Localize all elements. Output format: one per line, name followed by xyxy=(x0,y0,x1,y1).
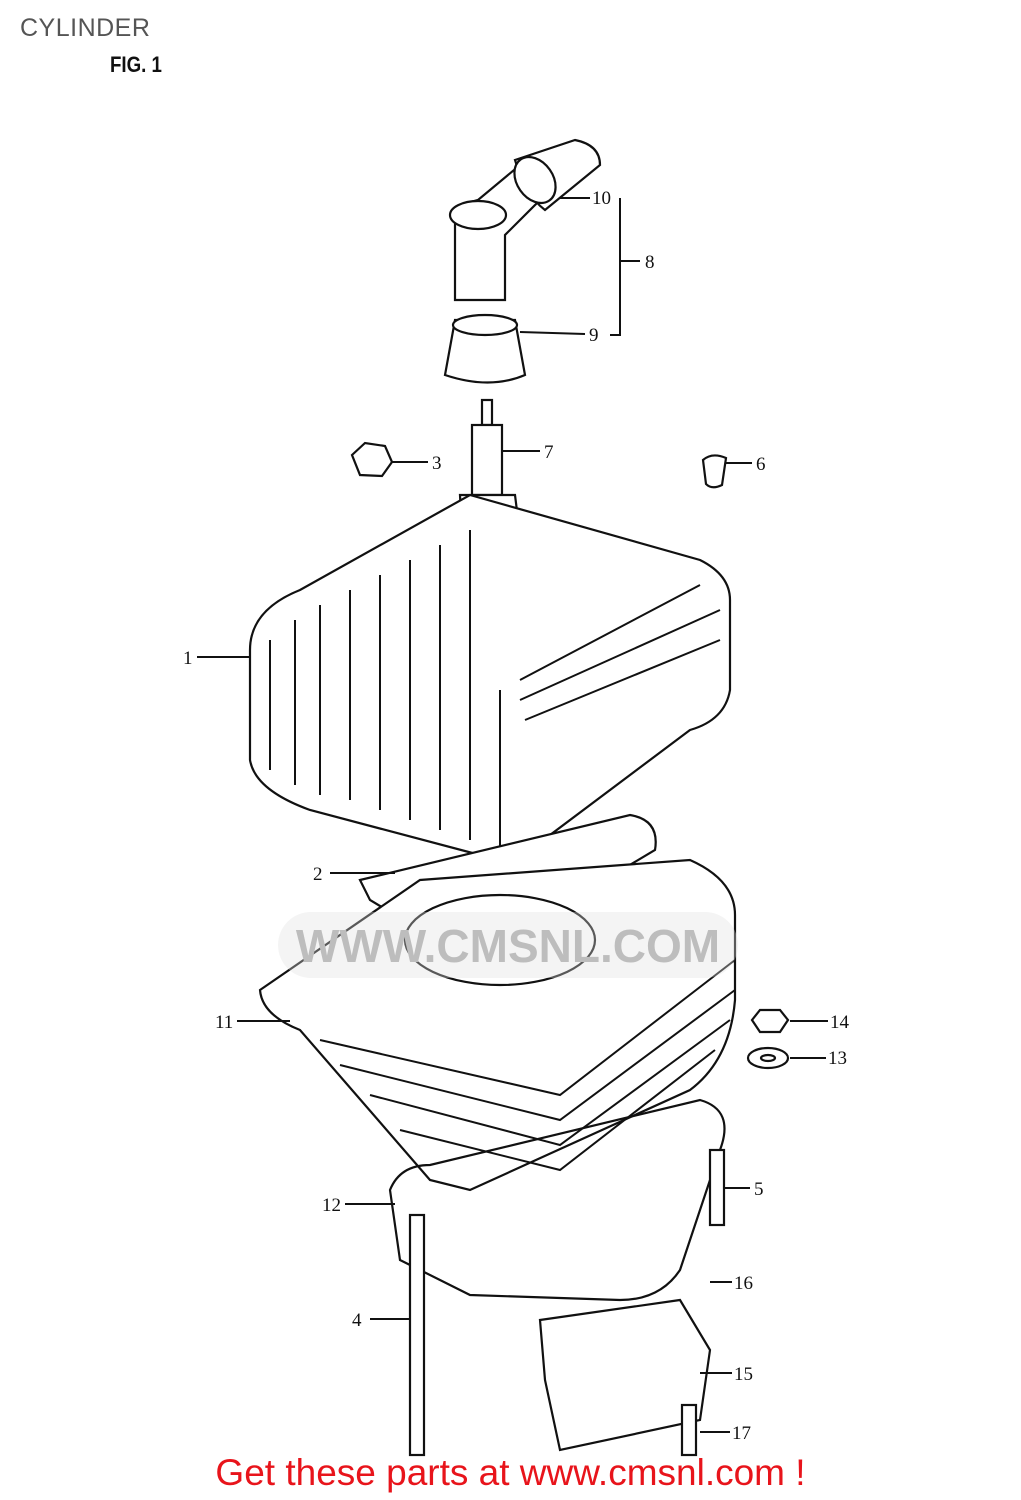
svg-text:WWW.CMSNL.COM: WWW.CMSNL.COM xyxy=(296,920,720,972)
head-nut-illustration xyxy=(350,441,394,478)
stud-long-illustration xyxy=(408,1213,426,1457)
callout-labels: 1 2 3 4 5 6 7 8 9 10 11 12 13 14 15 16 1… xyxy=(183,188,850,1444)
callout-6: 6 xyxy=(756,454,766,475)
callout-12: 12 xyxy=(322,1195,341,1216)
callout-17: 17 xyxy=(732,1423,751,1444)
callout-14: 14 xyxy=(830,1012,850,1033)
callout-3: 3 xyxy=(432,453,442,474)
callout-15: 15 xyxy=(734,1364,753,1385)
callout-10: 10 xyxy=(592,188,611,209)
callout-1: 1 xyxy=(183,648,193,669)
cmsnl-link[interactable]: Get these parts at www.cmsnl.com ! xyxy=(215,1452,806,1493)
callout-2: 2 xyxy=(313,864,323,885)
callout-9: 9 xyxy=(589,325,599,346)
plug-cap-illustration xyxy=(443,138,602,384)
washer-hole xyxy=(759,1053,777,1063)
bolt-illustration xyxy=(680,1403,698,1457)
nut-illustration xyxy=(750,1008,790,1034)
watermark-logo: WWW.CMSNL.COM xyxy=(278,912,738,978)
callout-7: 7 xyxy=(544,442,554,463)
figure-number: FIG. 1 xyxy=(110,52,162,77)
diagram-title: CYLINDER xyxy=(20,14,151,42)
callout-8: 8 xyxy=(645,252,655,273)
leader-lines xyxy=(197,197,828,1433)
stud-short-illustration xyxy=(708,1148,726,1227)
base-gasket-illustration xyxy=(388,1098,726,1302)
cylinder-head-illustration xyxy=(248,493,732,858)
callout-16: 16 xyxy=(734,1273,753,1294)
cap-illustration xyxy=(701,454,728,489)
reed-block-illustration xyxy=(538,1298,712,1452)
callout-4: 4 xyxy=(352,1310,362,1331)
callout-11: 11 xyxy=(215,1012,233,1033)
callout-5: 5 xyxy=(754,1179,764,1200)
callout-13: 13 xyxy=(828,1048,847,1069)
cylinder-illustration xyxy=(258,858,737,1192)
